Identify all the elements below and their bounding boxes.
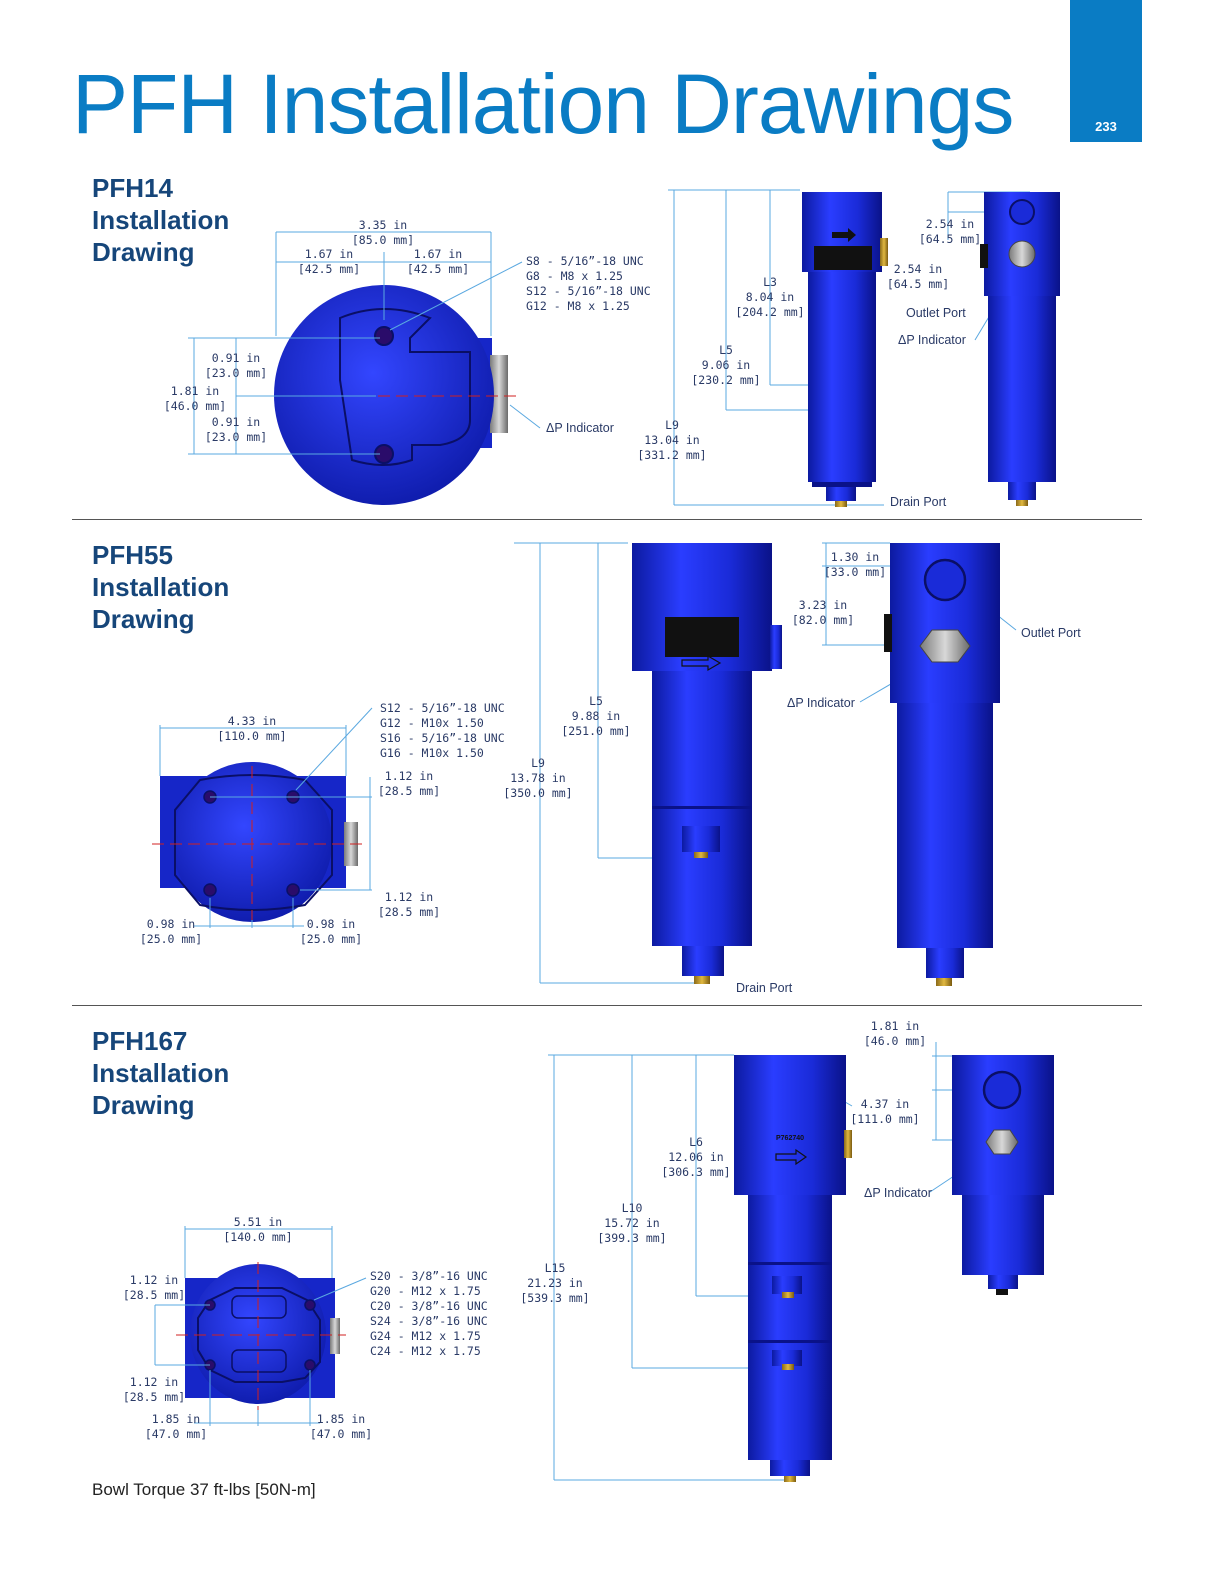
pfh14-dp-indicator-side-label: ΔP Indicator xyxy=(898,333,966,347)
section-title-pfh55: PFH55 Installation Drawing xyxy=(92,540,230,634)
pfh14-port-dim-b: 2.54 in[64.5 mm] xyxy=(887,262,949,291)
section-title-pfh14: PFH14 Installation Drawing xyxy=(92,173,230,267)
pfh14-total-height: 1.81 in[46.0 mm] xyxy=(164,384,226,413)
pfh14-left-width: 1.67 in[42.5 mm] xyxy=(298,247,360,276)
section-divider xyxy=(72,519,1142,520)
pfh167-part-label: P762740 xyxy=(776,1135,804,1142)
pfh55-outlet-port-label: Outlet Port xyxy=(1021,626,1081,640)
pfh55-dimension-lines xyxy=(159,542,1017,984)
pfh55-drain-port-label: Drain Port xyxy=(736,981,793,995)
pfh14-overall-width: 3.35 in[85.0 mm] xyxy=(352,218,414,247)
pfh55-port-dim-a: 1.30 in[33.0 mm] xyxy=(824,550,886,579)
bowl-torque-note: Bowl Torque 37 ft-lbs [50N-m] xyxy=(92,1480,316,1499)
pfh167-side-view xyxy=(952,1055,1054,1295)
pfh14-upper-offset: 0.91 in[23.0 mm] xyxy=(205,351,267,380)
pfh55-upper-offset: 1.12 in[28.5 mm] xyxy=(378,769,440,798)
pfh167-bottom-right-dim: 1.85 in[47.0 mm] xyxy=(310,1412,372,1441)
pfh55-bottom-right-dim: 0.98 in[25.0 mm] xyxy=(300,917,362,946)
pfh14-port-dim-a: 2.54 in[64.5 mm] xyxy=(919,217,981,246)
pfh167-port-dim-a: 1.81 in[46.0 mm] xyxy=(864,1019,926,1048)
pfh167-upper-offset: 1.12 in[28.5 mm] xyxy=(123,1273,185,1302)
pfh14-drain-port-label: Drain Port xyxy=(890,495,947,509)
page-title: PFH Installation Drawings xyxy=(72,57,1014,151)
pfh55-front-view xyxy=(632,543,782,984)
pfh55-top-view xyxy=(152,762,362,922)
pfh167-overall-width: 5.51 in[140.0 mm] xyxy=(223,1215,292,1244)
pfh167-front-view: P762740 xyxy=(734,1055,852,1482)
pfh167-thread-specs: S20 - 3/8”-16 UNC G20 - M12 x 1.75 C20 -… xyxy=(370,1269,495,1358)
pfh14-outlet-port-label: Outlet Port xyxy=(906,306,966,320)
page-number-tab: 233 xyxy=(1070,0,1142,142)
pfh55-port-dim-b: 3.23 in[82.0 mm] xyxy=(792,598,854,627)
pfh167-top-view xyxy=(176,1262,346,1410)
pfh167-dp-indicator-label: ΔP Indicator xyxy=(864,1186,932,1200)
pfh55-thread-specs: S12 - 5/16”-18 UNC G12 - M10x 1.50 S16 -… xyxy=(380,701,512,760)
pfh55-bottom-left-dim: 0.98 in[25.0 mm] xyxy=(140,917,202,946)
pfh14-dp-indicator-label: ΔP Indicator xyxy=(546,421,614,435)
pfh14-front-view xyxy=(802,192,888,507)
pfh14-right-width: 1.67 in[42.5 mm] xyxy=(407,247,469,276)
page-number: 233 xyxy=(1095,119,1117,134)
pfh55-dp-indicator-label: ΔP Indicator xyxy=(787,696,855,710)
pfh14-lower-offset: 0.91 in[23.0 mm] xyxy=(205,415,267,444)
pfh14-top-view xyxy=(270,285,520,505)
section-title-pfh167: PFH167 Installation Drawing xyxy=(92,1026,230,1120)
pfh55-lower-offset: 1.12 in[28.5 mm] xyxy=(378,890,440,919)
pfh14-thread-specs: S8 - 5/16”-18 UNC G8 - M8 x 1.25 S12 - 5… xyxy=(526,254,658,313)
pfh167-bottom-left-dim: 1.85 in[47.0 mm] xyxy=(145,1412,207,1441)
pfh55-side-view xyxy=(884,543,1000,986)
pfh167-lower-offset: 1.12 in[28.5 mm] xyxy=(123,1375,185,1404)
section-divider xyxy=(72,1005,1142,1006)
pfh167-port-dim-b: 4.37 in[111.0 mm] xyxy=(850,1097,919,1126)
pfh14-side-view xyxy=(980,192,1060,506)
pfh55-overall-width: 4.33 in[110.0 mm] xyxy=(217,714,286,743)
